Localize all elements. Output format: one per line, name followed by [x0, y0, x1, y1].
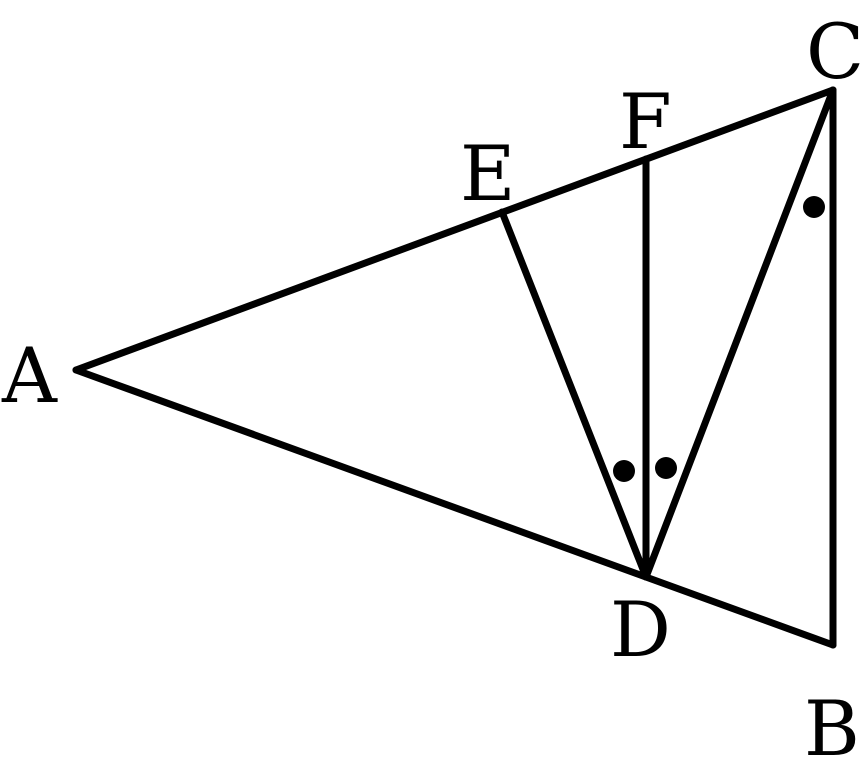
- point-label-F: F: [619, 77, 672, 166]
- angle-mark-DCB: [803, 196, 825, 218]
- segment-DE: [498, 208, 650, 581]
- point-label-D: D: [610, 585, 671, 674]
- segment-AC: [72, 86, 837, 374]
- point-label-E: E: [460, 129, 515, 218]
- point-label-C: C: [806, 7, 864, 96]
- point-label-A: A: [1, 331, 58, 420]
- segment-AB: [72, 366, 837, 649]
- point-label-B: B: [804, 684, 860, 758]
- angle-mark-EDF: [613, 460, 635, 482]
- angle-mark-FDC: [655, 457, 677, 479]
- segment-DC: [642, 86, 837, 581]
